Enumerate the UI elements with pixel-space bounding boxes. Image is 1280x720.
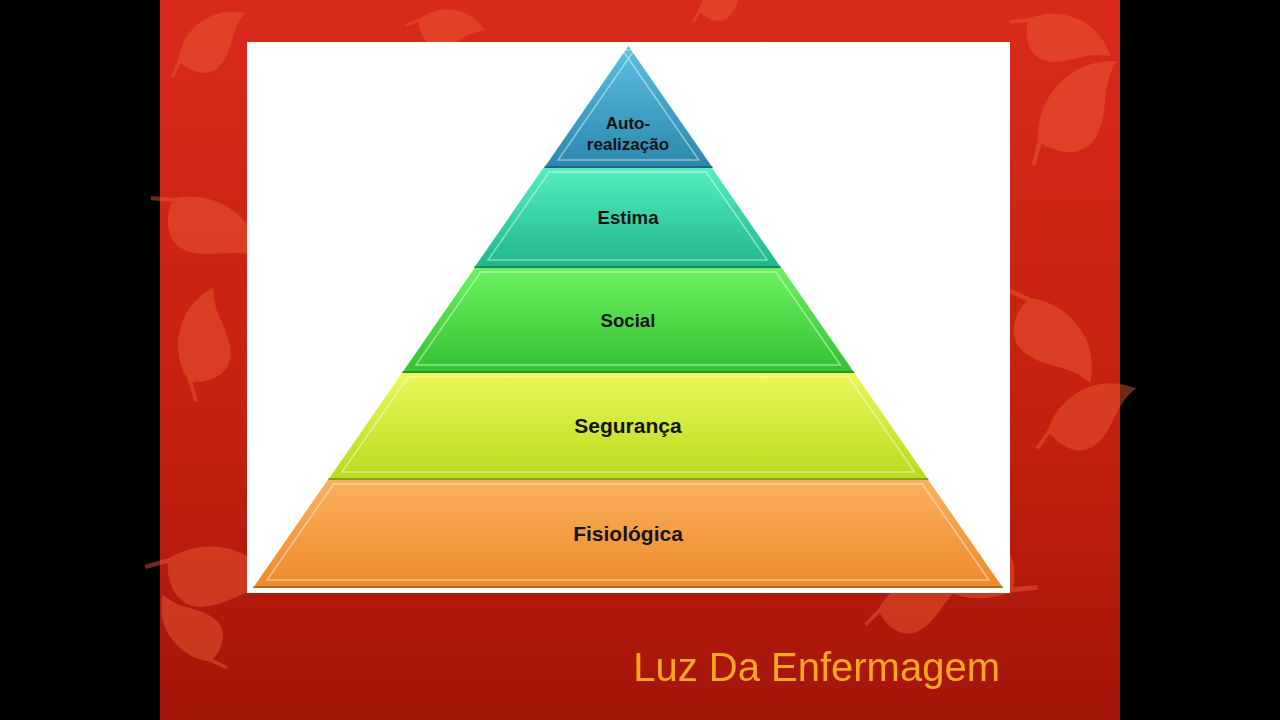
level-highlight bbox=[558, 50, 699, 160]
level-highlight bbox=[267, 484, 989, 580]
level-fill bbox=[253, 480, 1003, 588]
level-edge bbox=[474, 266, 781, 268]
red-slide bbox=[160, 0, 1120, 720]
pyramid-level: Social bbox=[402, 268, 854, 373]
pyramid-level: Fisiológica bbox=[253, 480, 1003, 588]
leaf-pattern bbox=[139, 0, 1146, 684]
level-edge bbox=[328, 478, 929, 480]
level-edge bbox=[544, 166, 713, 168]
level-fill bbox=[544, 46, 713, 168]
level-highlight bbox=[342, 377, 915, 472]
pyramid-level: Auto- realização bbox=[544, 46, 713, 168]
level-edge bbox=[253, 586, 1003, 588]
level-label: Segurança bbox=[428, 413, 828, 439]
watermark: Luz Da Enfermagem bbox=[633, 645, 1000, 690]
level-label: Fisiológica bbox=[428, 521, 828, 547]
level-highlight bbox=[416, 272, 840, 365]
white-panel bbox=[247, 42, 1010, 593]
pyramid-level: Segurança bbox=[328, 373, 929, 480]
level-edge bbox=[402, 371, 854, 373]
level-fill bbox=[328, 373, 929, 480]
level-label: Social bbox=[428, 309, 828, 332]
level-label: Auto- realização bbox=[573, 113, 683, 156]
level-fill bbox=[402, 268, 854, 373]
level-label: Estima bbox=[428, 206, 828, 229]
pyramid-level: Estima bbox=[474, 168, 781, 268]
